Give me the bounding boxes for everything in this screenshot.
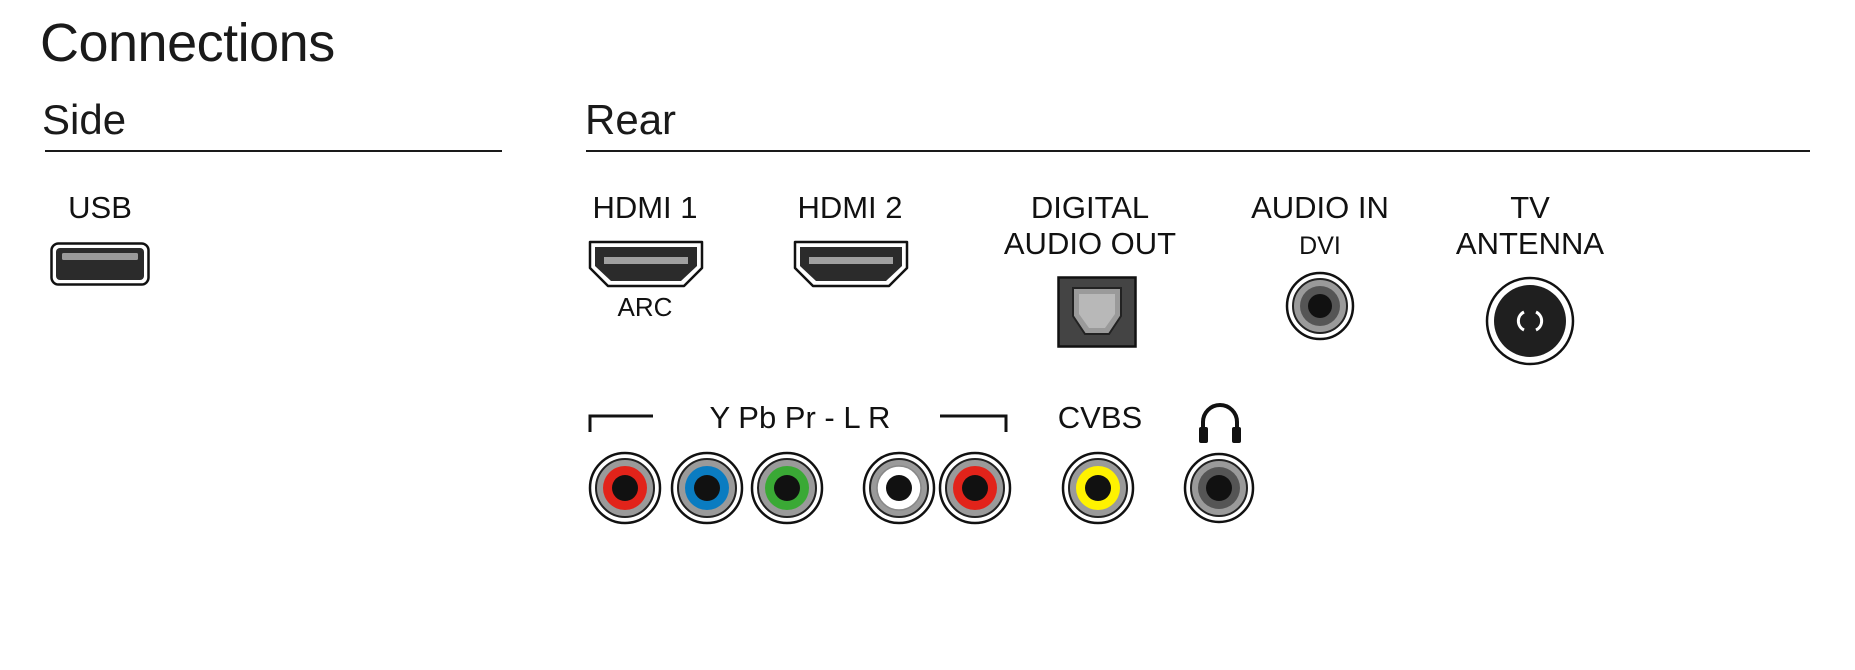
usb-port-icon (50, 242, 150, 286)
digital-audio-out-label: DIGITAL AUDIO OUT (985, 190, 1195, 261)
optical-port-icon (1057, 276, 1137, 348)
hdmi1-arc-label: ARC (617, 292, 673, 322)
rca-jack-y-icon (588, 451, 662, 525)
section-side-divider (45, 150, 502, 152)
headphones-icon (1199, 403, 1241, 443)
usb-label: USB (68, 190, 132, 225)
section-side-heading: Side (42, 96, 127, 143)
digital-audio-out-label-line1: DIGITAL (1030, 190, 1150, 225)
rca-jack-r-icon (938, 451, 1012, 525)
antenna-port-icon (1485, 276, 1575, 366)
headphone-jack-icon (1183, 452, 1255, 524)
cvbs-jack-icon (1061, 451, 1135, 525)
hdmi2-label: HDMI 2 (797, 190, 903, 225)
page-title: Connections (40, 13, 335, 73)
tv-antenna-label-line1: TV (1510, 190, 1550, 225)
rca-jack-pr-icon (750, 451, 824, 525)
hdmi2-port-icon (793, 240, 909, 288)
cvbs-label: CVBS (1057, 400, 1143, 435)
hdmi1-label: HDMI 1 (592, 190, 698, 225)
rca-jack-l-icon (862, 451, 936, 525)
section-rear-heading: Rear (585, 96, 677, 143)
audio-in-dvi-label: DVI (1299, 232, 1341, 260)
component-group-bracket (588, 414, 1008, 432)
tv-antenna-label-line2: ANTENNA (1455, 225, 1605, 261)
hdmi1-port-icon (588, 240, 704, 288)
audio-in-label: AUDIO IN (1251, 190, 1389, 225)
component-group-label: Y Pb Pr - L R (709, 400, 891, 435)
tv-antenna-label: TV ANTENNA (1435, 190, 1625, 261)
digital-audio-out-label-line2: AUDIO OUT (1003, 225, 1177, 261)
rca-jack-pb-icon (670, 451, 744, 525)
audio-jack-icon (1285, 271, 1355, 341)
section-rear-divider (586, 150, 1810, 152)
